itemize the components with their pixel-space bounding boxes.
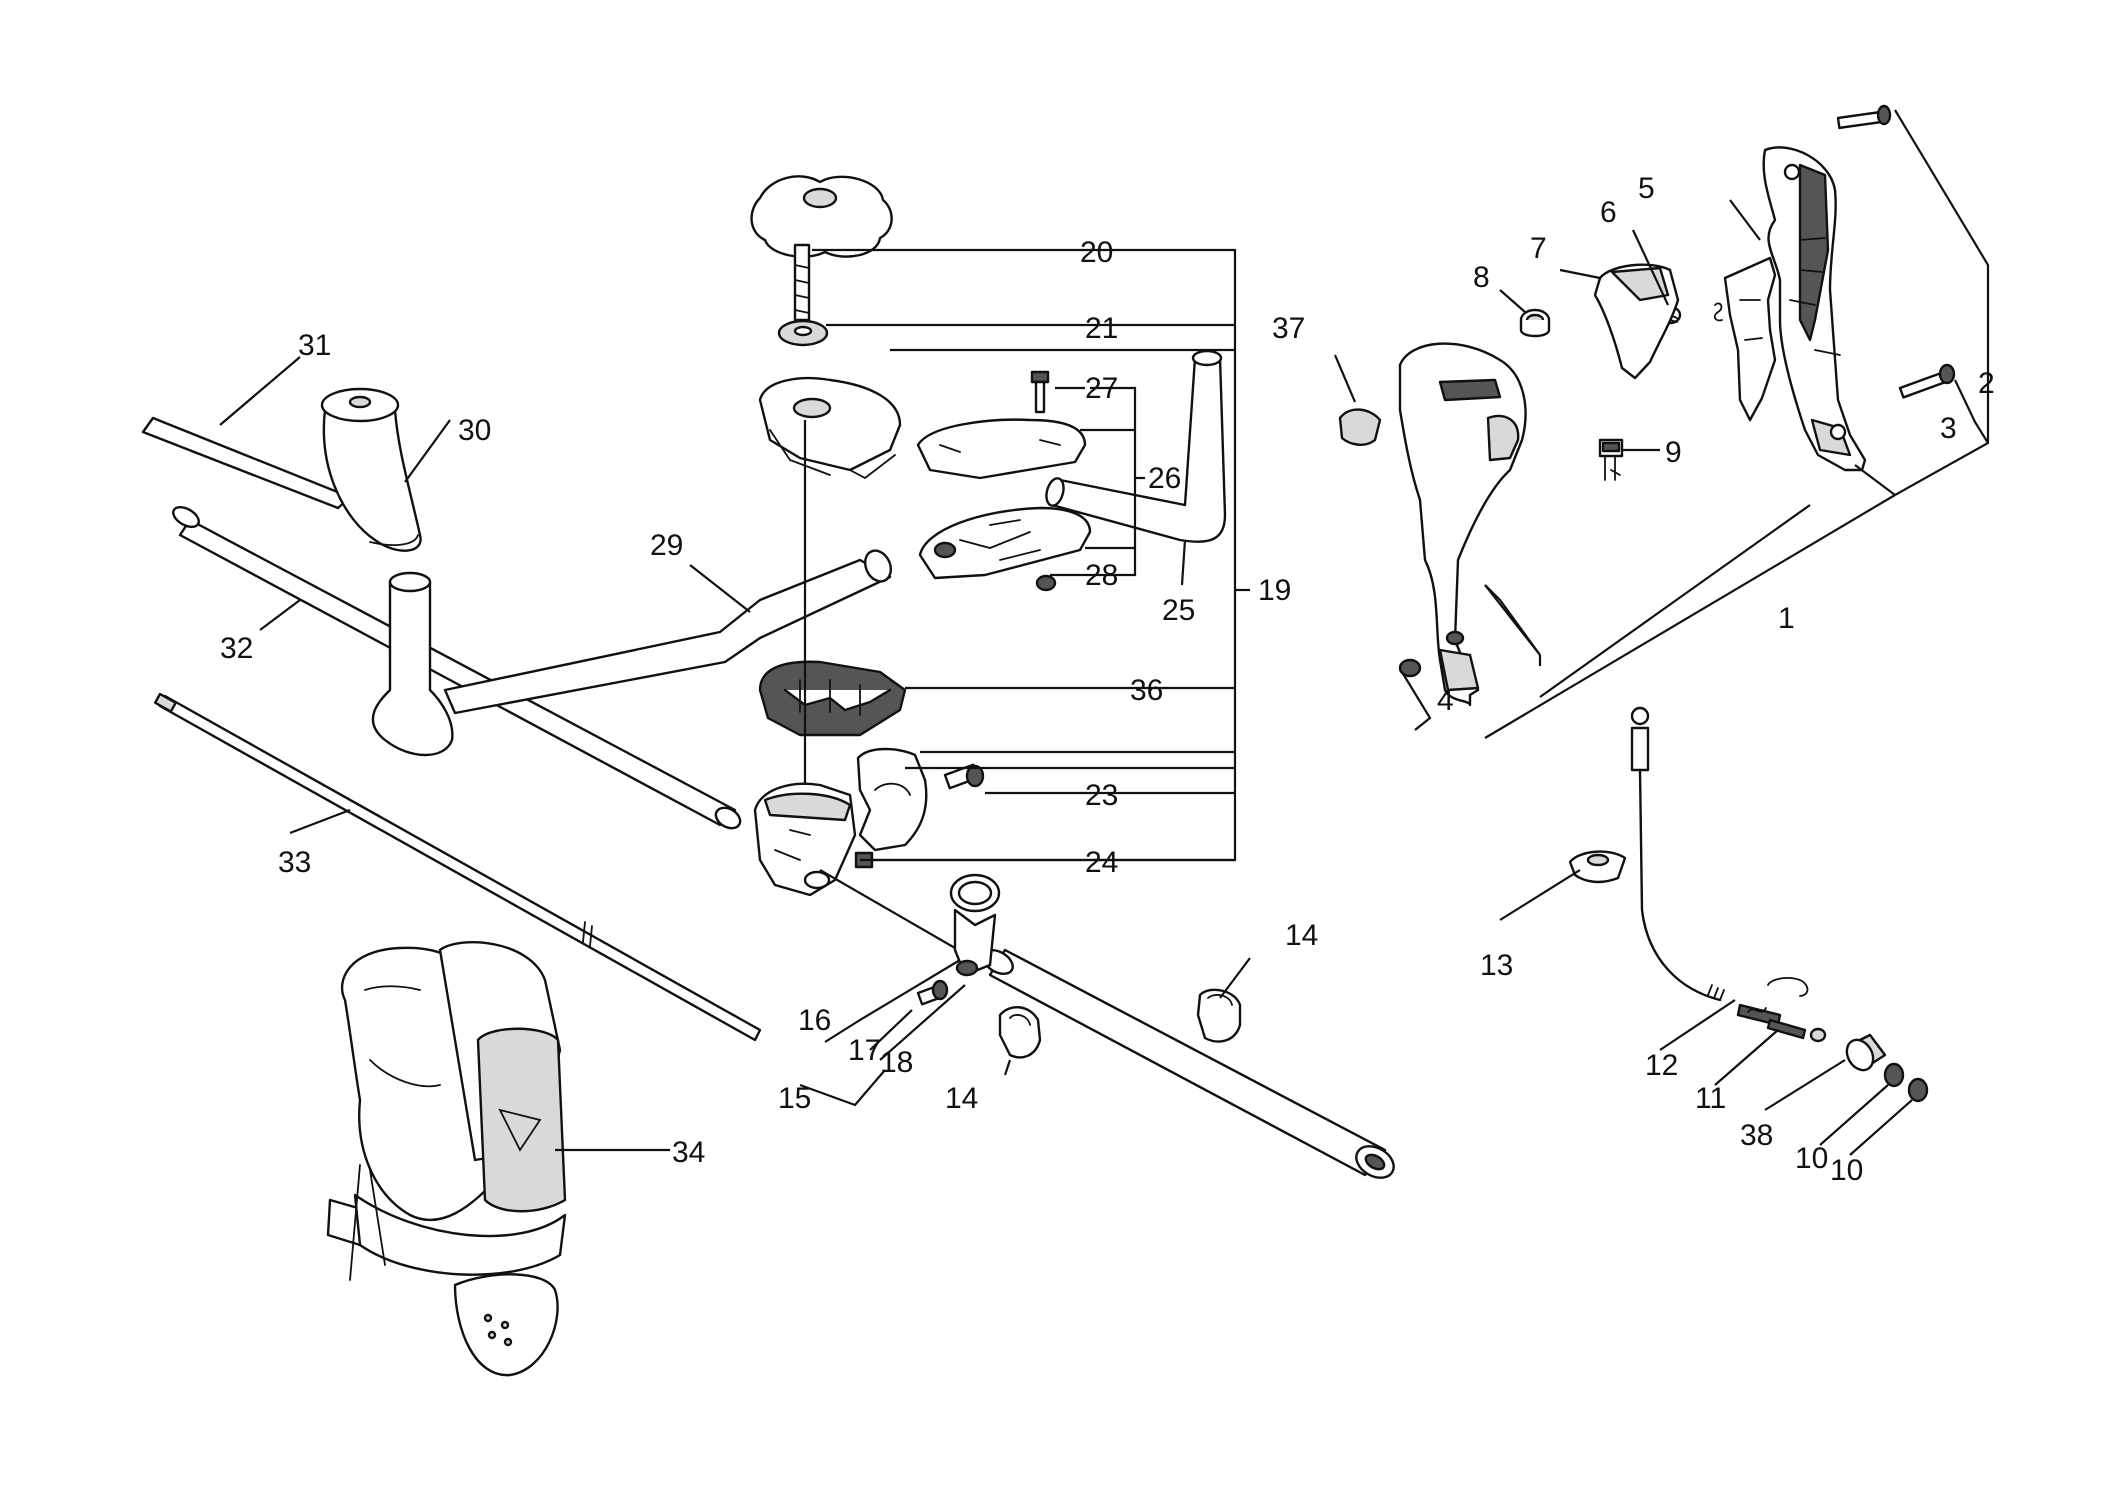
label-11: 11 <box>1695 1082 1726 1115</box>
label-2: 2 <box>1978 367 1995 400</box>
label-33: 33 <box>278 846 311 879</box>
bolt <box>1030 370 1050 414</box>
label-38: 38 <box>1740 1119 1773 1152</box>
label-10b: 10 <box>1830 1154 1863 1187</box>
cable-clip-upper <box>1196 988 1242 1043</box>
label-23: 23 <box>1085 779 1118 812</box>
label-16: 16 <box>798 1004 831 1037</box>
label-19: 19 <box>1258 574 1291 607</box>
label-31: 31 <box>298 329 331 362</box>
label-6: 6 <box>1600 196 1617 229</box>
bushing <box>1519 308 1551 338</box>
label-36: 36 <box>1130 674 1163 707</box>
label-18: 18 <box>880 1046 913 1079</box>
handle-pipe <box>1045 349 1227 543</box>
shoulder-harness <box>326 941 567 1377</box>
handle-clamp-upper <box>916 418 1087 480</box>
label-10a: 10 <box>1795 1142 1828 1175</box>
label-14a: 14 <box>1285 919 1318 952</box>
label-5: 5 <box>1638 172 1655 205</box>
throttle-spring <box>1713 302 1723 322</box>
part-labels: 1 2 3 4 5 6 7 8 9 10 10 11 12 13 14 14 1… <box>220 172 1995 1187</box>
rear-handle-left-half <box>1398 342 1527 707</box>
shaft-tube-lower <box>172 505 742 830</box>
rear-handle-screw <box>1898 363 1956 399</box>
clamp-screw <box>943 763 985 790</box>
cable-grommet <box>1568 850 1627 884</box>
rear-handle-right-half <box>1762 146 1867 472</box>
clamp-body <box>753 782 857 897</box>
drive-shaft <box>153 692 762 1042</box>
label-4: 4 <box>1437 684 1454 717</box>
nut <box>1035 574 1057 592</box>
hanger-screw <box>916 979 949 1006</box>
label-37: 37 <box>1272 312 1305 345</box>
cable-adjuster <box>1845 1033 1887 1072</box>
tape-strip <box>141 416 352 510</box>
throttle-lockout <box>1593 263 1680 380</box>
washer <box>777 319 829 347</box>
label-25: 25 <box>1162 594 1195 627</box>
main-shaft-tube <box>982 948 1395 1179</box>
label-26: 26 <box>1148 462 1181 495</box>
label-30: 30 <box>458 414 491 447</box>
label-24: 24 <box>1085 846 1118 879</box>
label-9: 9 <box>1665 436 1682 469</box>
clamp-half <box>856 747 928 852</box>
label-17: 17 <box>848 1034 881 1067</box>
rear-handle-screw-top <box>1836 104 1892 130</box>
label-15: 15 <box>778 1082 811 1115</box>
label-20: 20 <box>1080 236 1113 269</box>
label-29: 29 <box>650 529 683 562</box>
knob <box>750 175 893 322</box>
leader-lines <box>219 109 1990 1156</box>
label-28: 28 <box>1085 559 1118 592</box>
label-32: 32 <box>220 632 253 665</box>
label-7: 7 <box>1530 232 1547 265</box>
label-34: 34 <box>672 1136 705 1169</box>
label-21: 21 <box>1085 312 1118 345</box>
label-13: 13 <box>1480 949 1513 982</box>
front-handle-grip <box>320 387 422 552</box>
handle-bar-loop <box>371 549 893 757</box>
clamp-seat <box>758 660 907 737</box>
lock-nut-b <box>1907 1077 1929 1103</box>
label-12: 12 <box>1645 1049 1678 1082</box>
label-14b: 14 <box>945 1082 978 1115</box>
handle-clamp-lower <box>918 506 1092 580</box>
throttle-trigger <box>1723 256 1777 422</box>
handle-nut <box>1398 658 1422 678</box>
clamp-top-cover <box>758 377 902 480</box>
cable-clip-lower <box>998 1006 1042 1059</box>
label-8: 8 <box>1473 261 1490 294</box>
label-3: 3 <box>1940 412 1957 445</box>
throttle-cable <box>1630 706 1827 1043</box>
hanger-ring <box>949 873 1001 977</box>
label-27: 27 <box>1085 372 1118 405</box>
cover-plug <box>1338 408 1382 446</box>
lock-nut-a <box>1883 1062 1905 1088</box>
label-1: 1 <box>1778 602 1795 635</box>
ignition-switch <box>1598 438 1624 481</box>
